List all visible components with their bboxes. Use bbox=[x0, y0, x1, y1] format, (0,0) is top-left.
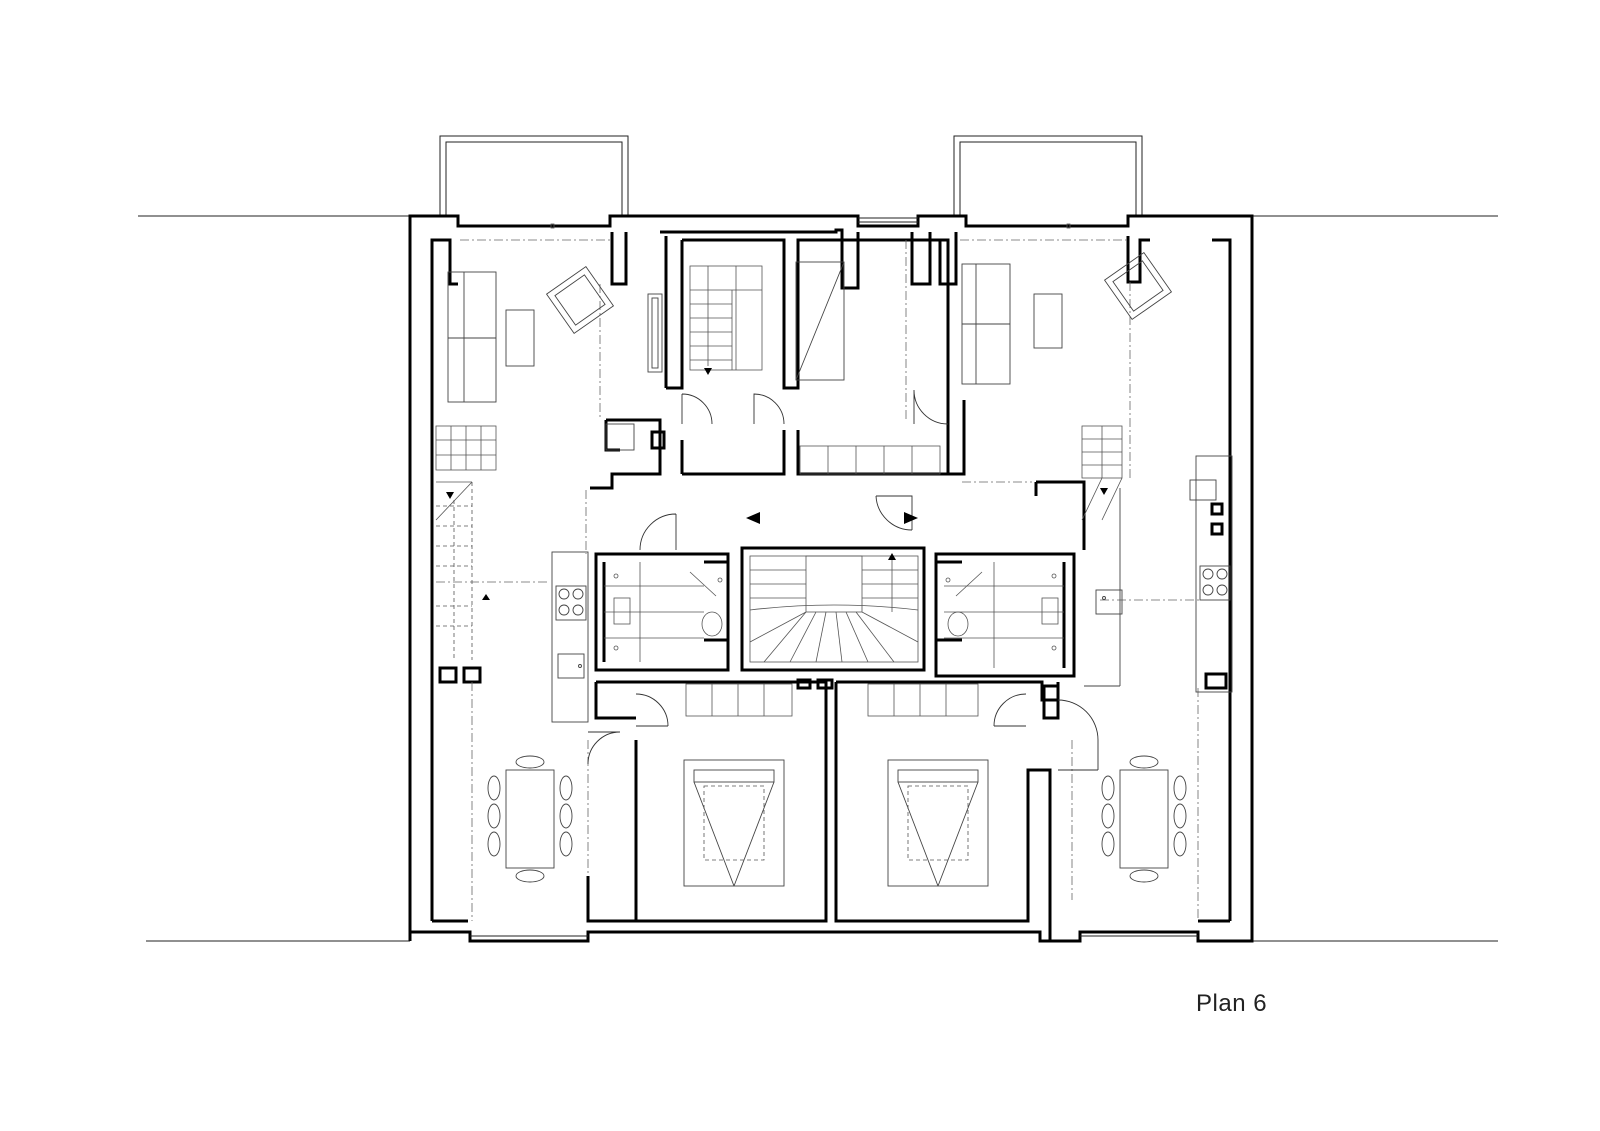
stair-central bbox=[749, 553, 919, 663]
facade-marks bbox=[470, 217, 1198, 937]
pillars bbox=[438, 430, 1228, 720]
bathroom-left bbox=[604, 562, 723, 662]
stair-right bbox=[1081, 425, 1123, 521]
stair-upper bbox=[689, 265, 763, 375]
dining-left bbox=[487, 755, 573, 883]
exterior-walls bbox=[408, 214, 1254, 943]
balcony-right bbox=[953, 135, 1143, 216]
kitchen-left bbox=[551, 551, 589, 723]
steps-middle bbox=[799, 445, 941, 475]
steps-bedrooms bbox=[685, 683, 979, 717]
corridor-arrows bbox=[746, 512, 918, 524]
plan-label: Plan 6 bbox=[1196, 990, 1268, 1017]
living-furniture-left bbox=[447, 265, 615, 403]
bathroom-right bbox=[944, 562, 1064, 668]
living-furniture-right bbox=[961, 251, 1173, 385]
overhead-lines bbox=[436, 239, 1200, 921]
kitchen-right bbox=[1084, 455, 1233, 693]
bed-left bbox=[683, 759, 785, 887]
site-lines bbox=[138, 215, 1498, 942]
interior-walls bbox=[590, 228, 1150, 550]
balcony-left bbox=[439, 135, 629, 216]
doors bbox=[587, 389, 1099, 771]
stair-left bbox=[435, 425, 497, 660]
bed-right bbox=[887, 759, 989, 887]
cabinets bbox=[605, 261, 1217, 501]
dining-right bbox=[1101, 755, 1187, 883]
bedroom-walls bbox=[586, 680, 1060, 940]
